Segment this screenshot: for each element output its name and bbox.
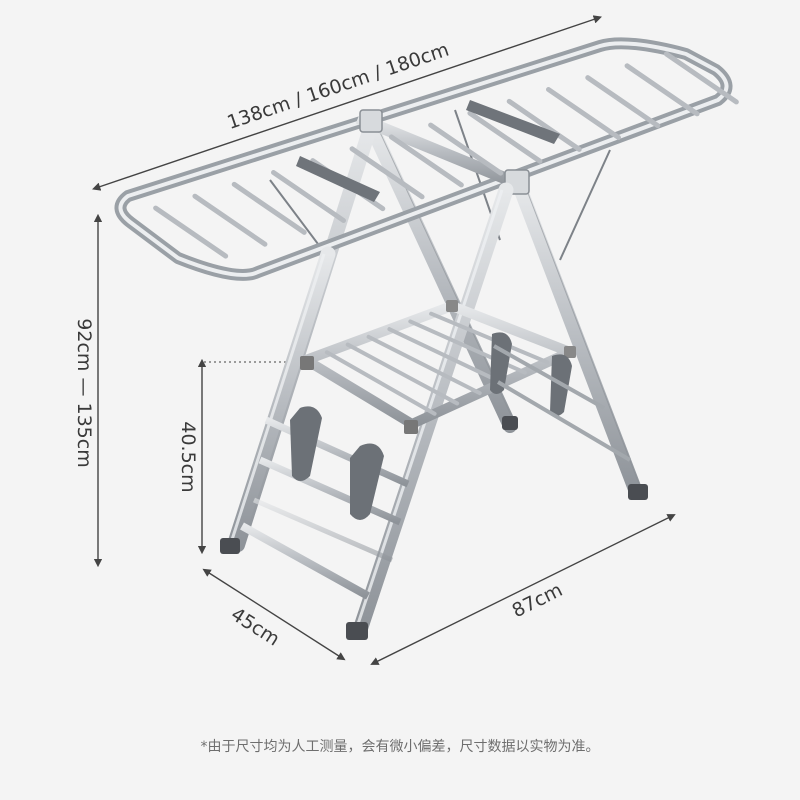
- top-rod: [506, 98, 582, 152]
- dimension-height: 92cm — 135cm: [73, 213, 103, 568]
- rack-lower-shelf: [300, 300, 576, 434]
- shelf-rod: [324, 350, 437, 416]
- top-rod: [467, 110, 543, 164]
- top-rod: [271, 170, 346, 223]
- shelf-rod: [429, 311, 550, 365]
- top-rod: [153, 205, 229, 259]
- shelf-rod: [366, 334, 482, 396]
- top-rod: [624, 63, 700, 117]
- rack-top-clips: [296, 100, 560, 202]
- depth-label: 45cm: [227, 603, 284, 650]
- top-rod: [428, 122, 504, 176]
- rack-lower-wing: [240, 416, 410, 600]
- top-rod: [388, 134, 464, 188]
- dimension-lower-height: 40.5cm: [177, 358, 305, 555]
- lower-height-label: 40.5cm: [177, 421, 199, 492]
- dimension-length: 138cm / 160cm / 180cm: [92, 15, 602, 191]
- width-label: 87cm: [509, 579, 566, 622]
- shelf-rod: [387, 327, 505, 385]
- drying-rack: [114, 37, 739, 640]
- top-rod: [231, 181, 307, 235]
- footnote: *由于尺寸均为人工测量，会有微小偏差，尺寸数据以实物为准。: [200, 739, 600, 755]
- length-label: 138cm / 160cm / 180cm: [224, 39, 451, 134]
- rack-top-frame: [114, 37, 733, 281]
- top-rod: [192, 193, 268, 247]
- rack-top-rods: [153, 51, 739, 259]
- top-rod: [349, 146, 425, 200]
- dimension-depth: 45cm: [202, 568, 346, 661]
- top-rod: [663, 51, 739, 105]
- rack-feet: [220, 416, 648, 640]
- dimension-width: 87cm: [370, 514, 676, 665]
- height-label: 92cm — 135cm: [73, 318, 95, 467]
- top-rod: [546, 87, 621, 140]
- top-rod: [585, 75, 661, 129]
- shelf-rod: [345, 342, 460, 406]
- rack-rear-wing: [493, 344, 632, 462]
